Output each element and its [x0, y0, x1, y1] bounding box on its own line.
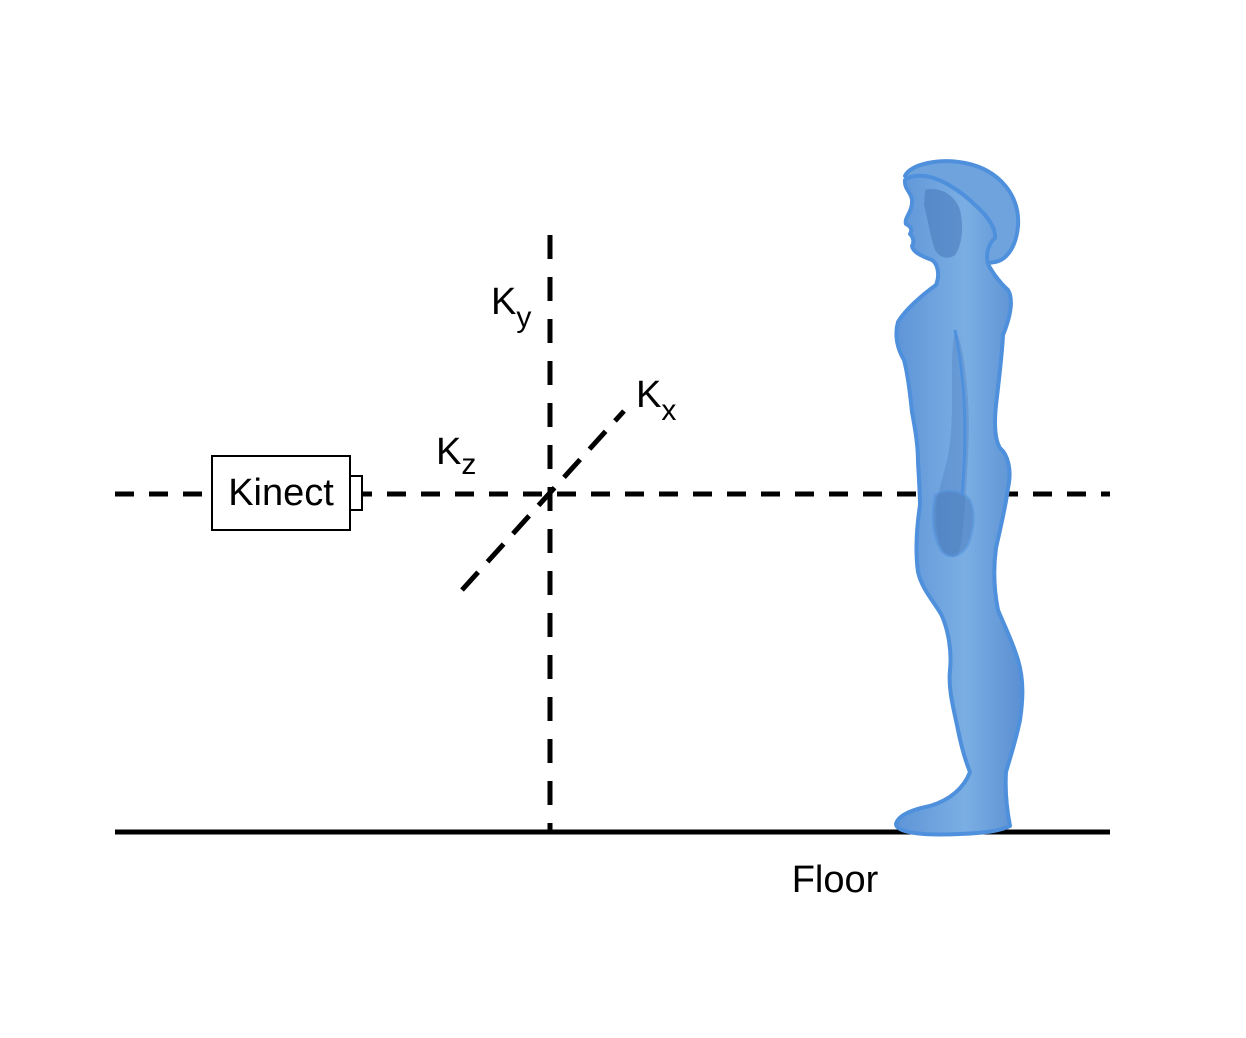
kinect-label: Kinect — [228, 472, 334, 514]
person-head-shade — [924, 189, 963, 258]
kx-label-base: K — [636, 374, 661, 416]
person-silhouette-icon — [894, 159, 1025, 837]
floor-label: Floor — [792, 859, 879, 901]
kx-label-sub: x — [661, 394, 676, 427]
person-hand — [931, 489, 975, 558]
kz-label: Kz — [436, 431, 476, 481]
kinect-lens — [349, 475, 363, 511]
person-arm-line — [953, 329, 967, 496]
kinect-sensor: Kinect — [211, 455, 363, 531]
kz-label-base: K — [436, 431, 461, 473]
ky-label-base: K — [491, 281, 516, 323]
kinect-body — [211, 455, 351, 531]
x-axis-line — [460, 409, 626, 592]
ky-label-sub: y — [516, 301, 531, 334]
kz-label-sub: z — [461, 448, 476, 481]
kx-label: Kx — [636, 374, 676, 427]
ky-label: Ky — [491, 281, 531, 334]
